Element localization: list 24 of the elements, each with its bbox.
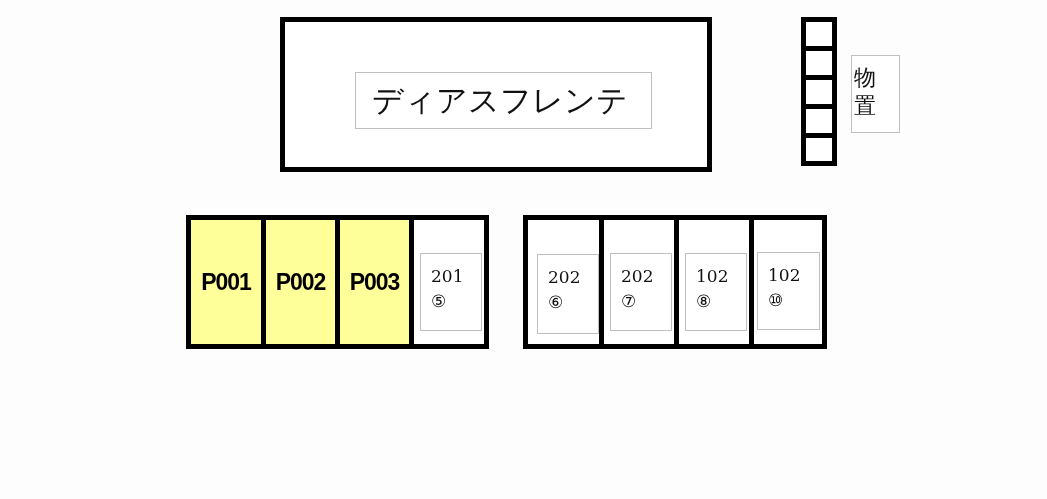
space-label: 202 ⑥ [537, 254, 599, 334]
storage-cell [801, 75, 837, 104]
storage-cell [801, 17, 837, 46]
space-label: P003 [348, 268, 401, 296]
space-label: P001 [200, 268, 253, 296]
storage-label: 物置 [851, 55, 900, 133]
space-label: P002 [274, 268, 327, 296]
space-label: 202 ⑦ [610, 253, 672, 331]
building-name: ディアスフレンテ [355, 72, 652, 129]
parking-space [599, 215, 674, 349]
parking-space [674, 215, 749, 349]
storage-cell [801, 104, 837, 133]
space-label: 201 ⑤ [420, 253, 482, 331]
parking-space [523, 215, 599, 349]
storage-cell [801, 133, 837, 166]
parking-space [409, 215, 489, 349]
building-outline [280, 17, 712, 172]
parking-space [186, 215, 261, 349]
parking-space [261, 215, 335, 349]
space-label: 102 ⑩ [757, 252, 820, 330]
parking-space [335, 215, 409, 349]
space-label: 102 ⑧ [685, 253, 747, 331]
storage-cell [801, 46, 837, 75]
parking-space [749, 215, 827, 349]
